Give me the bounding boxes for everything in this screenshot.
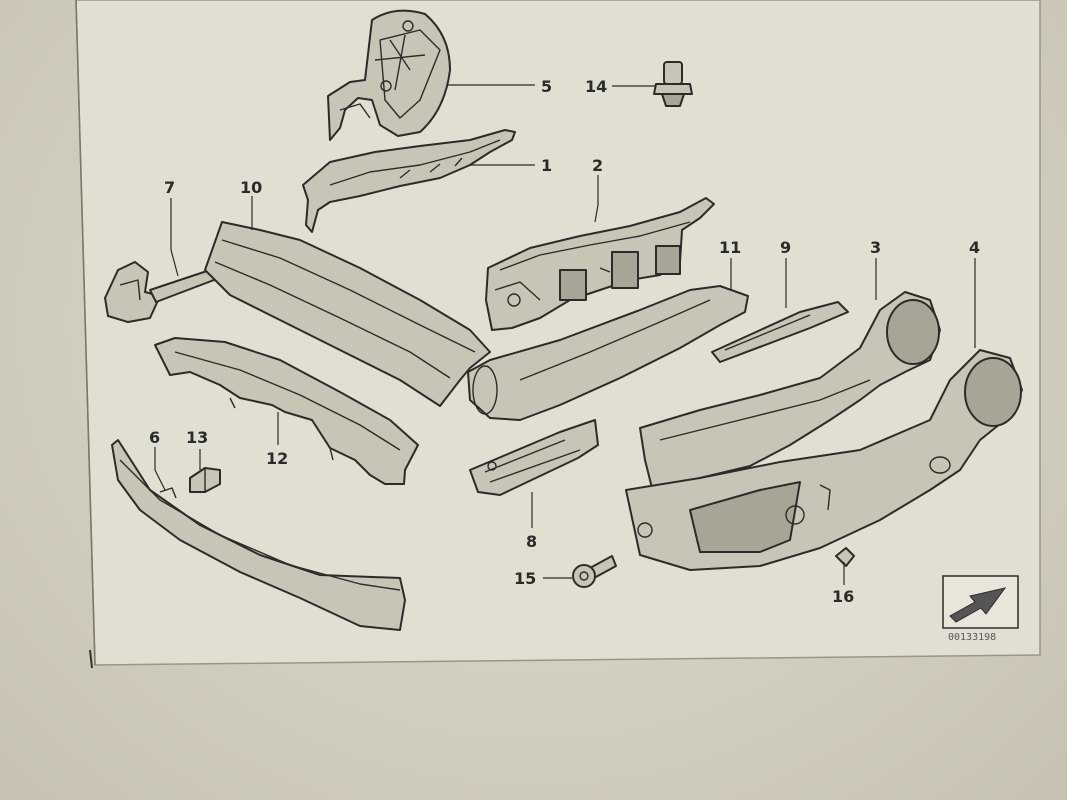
part-9-drawing xyxy=(711,301,849,363)
part-label-10: 10 xyxy=(240,178,262,197)
part-label-13: 13 xyxy=(186,428,208,447)
part-label-8: 8 xyxy=(526,532,537,551)
part-labels: 5 14 1 2 7 10 11 9 3 4 6 13 12 8 15 16 xyxy=(149,77,980,606)
part-label-4: 4 xyxy=(969,238,980,257)
part-14-drawing xyxy=(653,61,693,107)
part-8-drawing xyxy=(469,419,599,496)
part-label-15: 15 xyxy=(514,569,536,588)
part-2-drawing xyxy=(485,197,715,331)
document-number: 00133198 xyxy=(948,632,996,643)
part-7-drawing xyxy=(104,261,215,323)
part-4-drawing xyxy=(625,349,1023,571)
part-11-drawing xyxy=(467,285,749,421)
part-6-drawing xyxy=(111,439,406,631)
part-label-11: 11 xyxy=(719,238,741,257)
part-label-7: 7 xyxy=(164,178,175,197)
part-10-drawing xyxy=(204,221,491,407)
part-5-drawing xyxy=(327,9,451,141)
part-label-16: 16 xyxy=(832,587,854,606)
part-label-6: 6 xyxy=(149,428,160,447)
leader-lines xyxy=(154,84,976,585)
part-label-1: 1 xyxy=(541,156,552,175)
part-label-3: 3 xyxy=(870,238,881,257)
part-15-drawing xyxy=(572,555,617,588)
part-label-5: 5 xyxy=(541,77,552,96)
part-13-drawing xyxy=(189,467,221,493)
part-label-14: 14 xyxy=(585,77,607,96)
part-label-12: 12 xyxy=(266,449,288,468)
arrow-direction-icon xyxy=(942,575,1019,629)
part-label-2: 2 xyxy=(592,156,603,175)
part-16-drawing xyxy=(835,547,855,567)
part-label-9: 9 xyxy=(780,238,791,257)
part-12-drawing xyxy=(154,337,419,485)
